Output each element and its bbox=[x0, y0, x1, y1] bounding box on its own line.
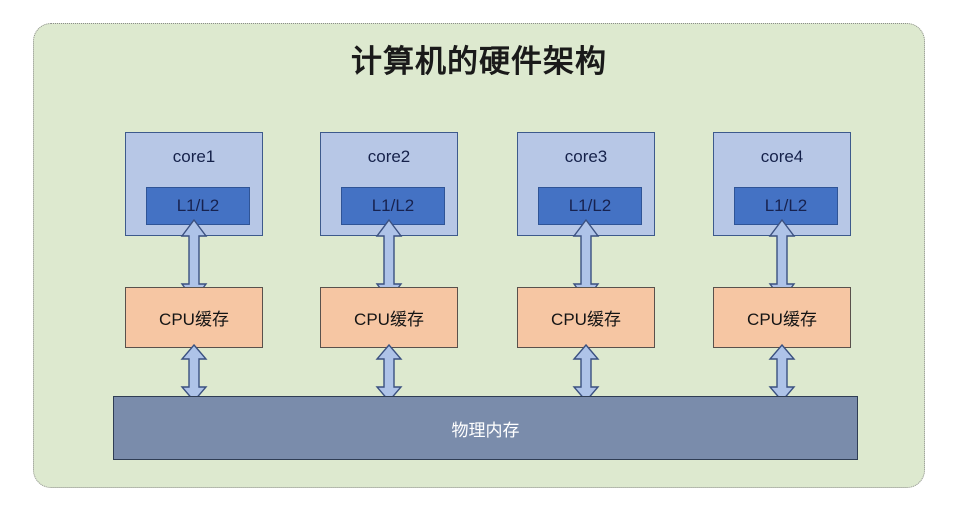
cpu-cache-box-2[interactable]: CPU缓存 bbox=[320, 287, 458, 348]
cpu-cache-box-4[interactable]: CPU缓存 bbox=[713, 287, 851, 348]
core-label-3: core3 bbox=[564, 147, 608, 166]
l1l2-cache-4[interactable]: L1/L2 bbox=[734, 187, 838, 225]
page-title: 计算机的硬件架构 bbox=[351, 44, 607, 79]
physical-memory-bar[interactable]: 物理内存 bbox=[113, 396, 858, 460]
core-label-4: core4 bbox=[760, 147, 804, 166]
cpu-cache-box-1[interactable]: CPU缓存 bbox=[125, 287, 263, 348]
cpu-cache-box-3[interactable]: CPU缓存 bbox=[517, 287, 655, 348]
arrow-cpu-cache2-to-memory bbox=[375, 344, 403, 402]
l1l2-cache-1[interactable]: L1/L2 bbox=[146, 187, 250, 225]
core-box-1[interactable]: core1 L1/L2 bbox=[125, 132, 263, 236]
arrow-cpu-cache1-to-memory bbox=[180, 344, 208, 402]
arrow-cpu-cache3-to-memory bbox=[572, 344, 600, 402]
core-box-4[interactable]: core4 L1/L2 bbox=[713, 132, 851, 236]
l1l2-cache-2[interactable]: L1/L2 bbox=[341, 187, 445, 225]
core-box-2[interactable]: core2 L1/L2 bbox=[320, 132, 458, 236]
core-label-2: core2 bbox=[367, 147, 411, 166]
core-label-1: core1 bbox=[172, 147, 216, 166]
arrow-cpu-cache4-to-memory bbox=[768, 344, 796, 402]
